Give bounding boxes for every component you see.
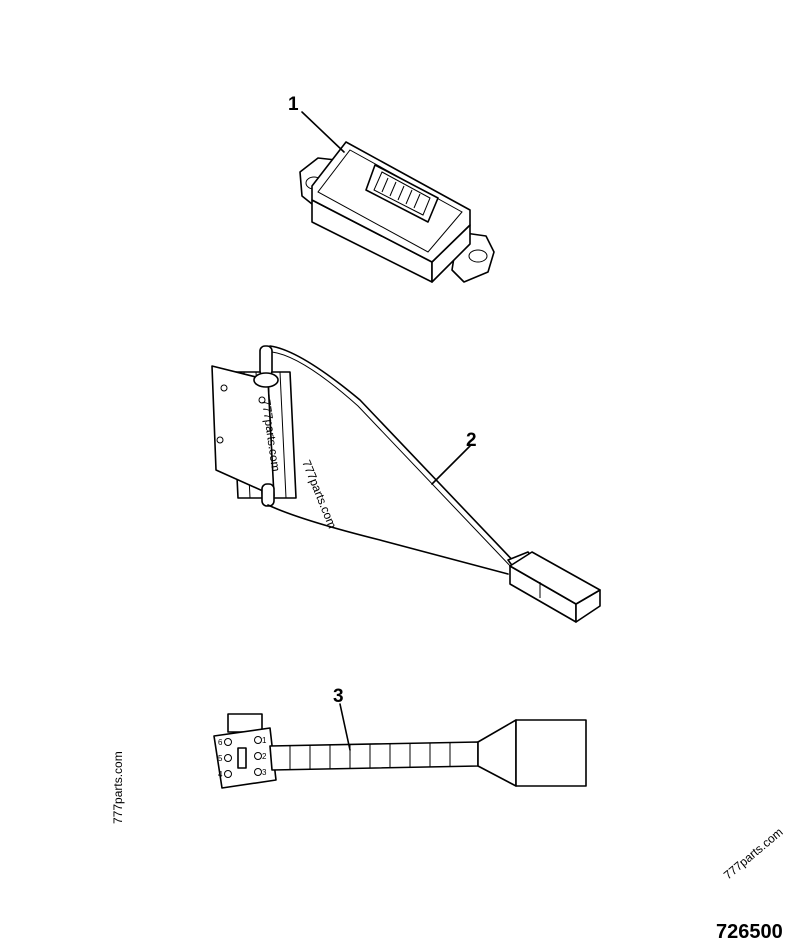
harness-wires — [267, 345, 521, 575]
callout-1: 1 — [288, 94, 299, 115]
cable-assembly: 6 5 4 1 2 3 — [213, 713, 587, 789]
pin-label-4: 4 — [218, 770, 223, 779]
leader-line-item-3 — [339, 703, 351, 751]
leader-line-item-2 — [431, 445, 471, 485]
resistor-assembly — [211, 345, 297, 507]
control-module — [299, 141, 495, 283]
pin-label-2: 2 — [262, 752, 267, 761]
watermark-left: 777parts.com — [111, 751, 125, 824]
leader-line-item-1 — [301, 111, 345, 153]
drawing-number: 726500 — [716, 921, 783, 943]
pin-label-3: 3 — [262, 768, 267, 777]
callout-3: 3 — [333, 686, 344, 707]
harness-plug — [507, 551, 601, 623]
pin-label-1: 1 — [262, 736, 267, 745]
callout-2: 2 — [466, 430, 477, 451]
pin-label-5: 5 — [218, 754, 223, 763]
pin-label-6: 6 — [218, 738, 223, 747]
watermark-bottom-right: 777parts.com — [721, 825, 786, 882]
